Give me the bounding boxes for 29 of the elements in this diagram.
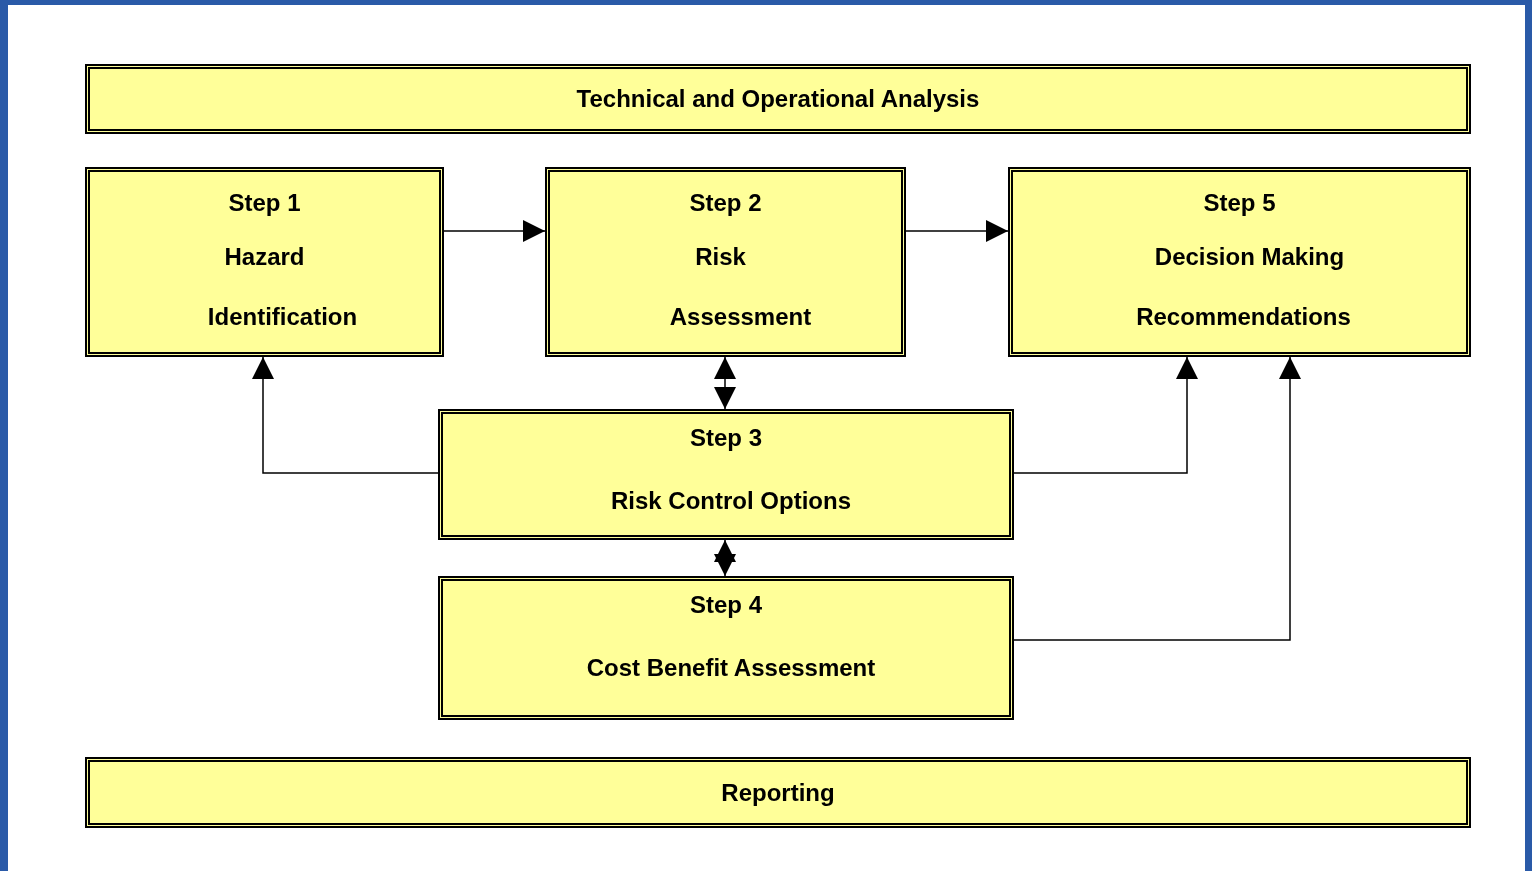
- step-title: Step 1: [228, 189, 301, 217]
- arrow: [905, 220, 1009, 242]
- step-label: Risk Control Options: [611, 487, 851, 515]
- process-box: [545, 167, 906, 357]
- step-title: Step 4: [690, 591, 762, 619]
- process-box: [85, 64, 1471, 134]
- step-label: Cost Benefit Assessment: [586, 654, 876, 682]
- arrow: [443, 220, 546, 242]
- step-label: Identification: [207, 303, 358, 331]
- process-box: [438, 576, 1014, 720]
- arrow: [714, 356, 736, 410]
- step-label: Technical and Operational Analysis: [576, 85, 980, 113]
- arrow: [1013, 356, 1301, 641]
- step-title: Step 3: [690, 424, 762, 452]
- arrow: [252, 356, 439, 474]
- process-box: [438, 409, 1014, 540]
- step-label: Recommendations: [1136, 303, 1351, 331]
- step-label: Reporting: [721, 778, 835, 807]
- step-label: Hazard: [224, 243, 305, 271]
- arrow: [714, 539, 736, 577]
- step-label: Decision Making: [1154, 243, 1345, 271]
- arrow: [1013, 356, 1198, 474]
- process-box: [85, 167, 444, 357]
- step-label: Risk: [695, 243, 746, 271]
- step-title: Step 2: [689, 189, 762, 217]
- step-label: Assessment: [669, 303, 812, 331]
- process-box: [85, 757, 1471, 828]
- step-title: Step 5: [1203, 189, 1276, 217]
- process-box: [1008, 167, 1471, 357]
